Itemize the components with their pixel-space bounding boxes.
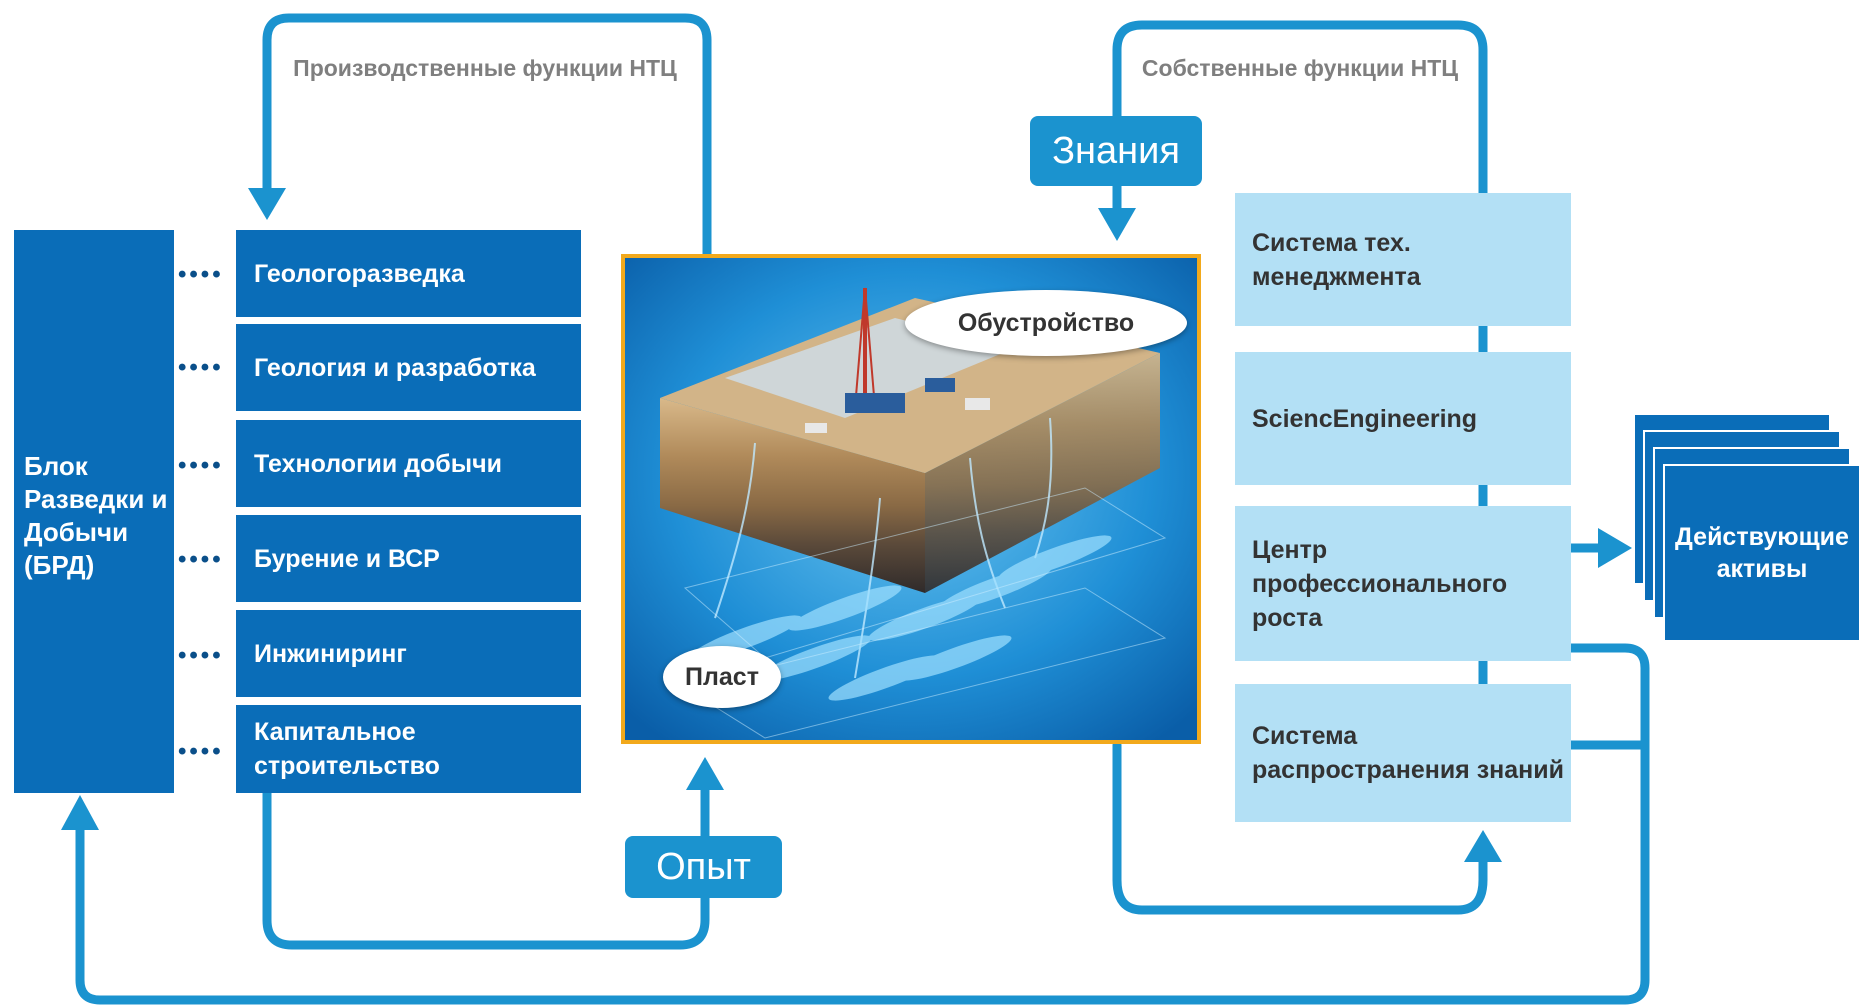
function-knowledge-dissemination-system: Система распространения знаний (1235, 684, 1571, 822)
assets-label: Действующие активы (1675, 523, 1849, 583)
knowledge-tag: Знания (1030, 116, 1202, 186)
function-capital-construction: Капитальное строительство (236, 705, 581, 793)
function-production-technologies: Технологии добычи (236, 420, 581, 507)
return-loop (75, 643, 1650, 1005)
arrowhead-own-bottom (1464, 830, 1502, 862)
connector-dots: •••• (178, 354, 224, 381)
exploration-production-block: Блок Разведки и Добычи (БРД) (14, 230, 174, 793)
arrowhead-return (61, 795, 99, 830)
oilfield-illustration: Обустройство Пласт (621, 254, 1201, 744)
arrowhead-knowledge (1098, 208, 1136, 241)
connector-dots: •••• (178, 642, 224, 669)
function-engineering: Инжиниринг (236, 610, 581, 697)
surface-label: Обустройство (905, 290, 1187, 356)
function-drilling: Бурение и ВСР (236, 515, 581, 602)
arrowhead-experience (686, 757, 724, 790)
reservoir-label: Пласт (663, 646, 781, 708)
loop-own-bottom (1112, 740, 1488, 915)
loop-production-top (262, 13, 712, 260)
function-science-engineering: SciencEngineering (1235, 352, 1571, 485)
loop-own-top (1112, 20, 1488, 200)
function-geology-development: Геология и разработка (236, 324, 581, 411)
block-label: Блок Разведки и Добычи (БРД) (24, 450, 168, 580)
experience-tag: Опыт (625, 836, 782, 898)
arrowhead-assets (1598, 528, 1632, 568)
header-own-functions: Собственные функции НТЦ (1141, 55, 1459, 81)
connector-dots: •••• (178, 546, 224, 573)
function-professional-growth-center: Центр профессионального роста (1235, 506, 1571, 661)
connector-dots: •••• (178, 738, 224, 765)
function-geological-exploration: Геологоразведка (236, 230, 581, 317)
connector-dots: •••• (178, 261, 224, 288)
function-tech-management-system: Система тех. менеджмента (1235, 193, 1571, 326)
operating-assets: Действующие активы (1663, 464, 1861, 642)
loop-experience-bottom (262, 775, 710, 950)
header-production-functions: Производственные функции НТЦ (293, 55, 677, 81)
oilfield-image (625, 258, 1197, 740)
connector-dots: •••• (178, 452, 224, 479)
arrowhead-production (248, 188, 286, 220)
